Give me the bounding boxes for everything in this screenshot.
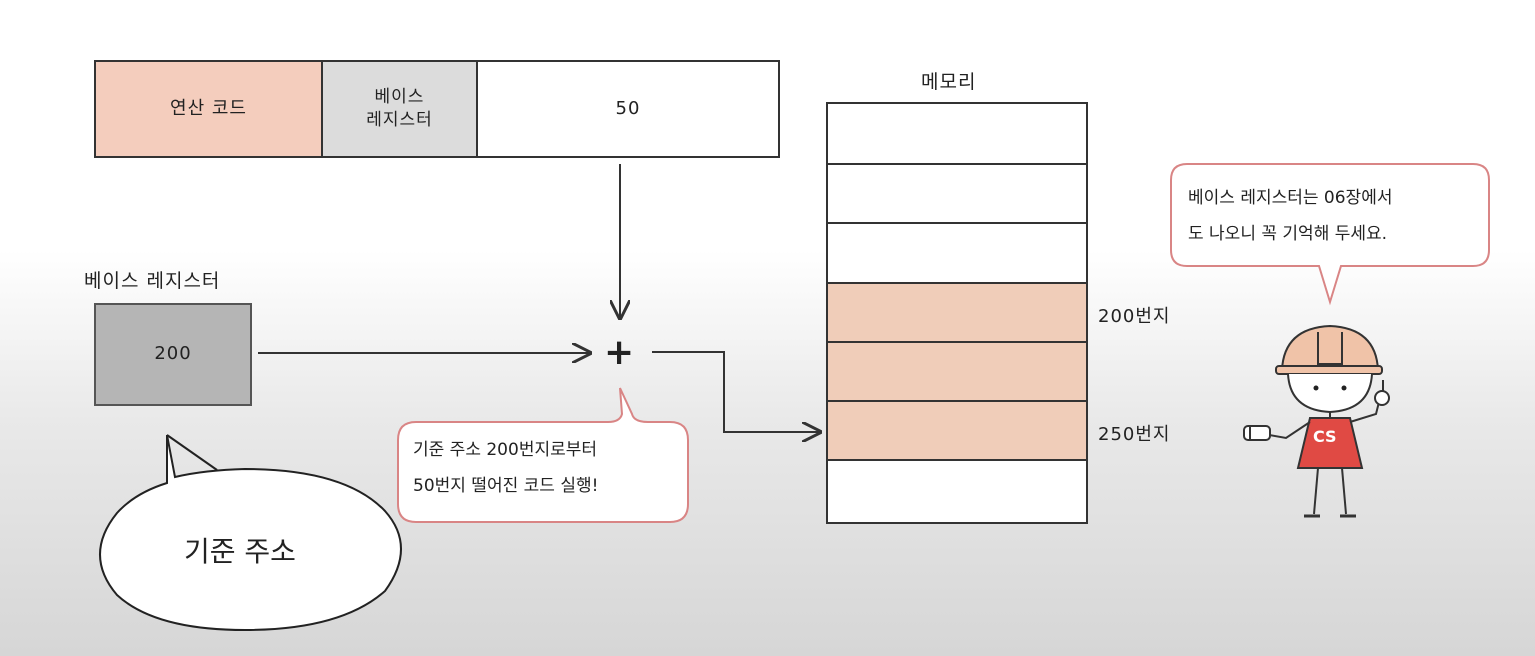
operand-value: 50 <box>615 97 641 119</box>
base-register-field: 베이스 레지스터 <box>323 62 478 156</box>
speech-bubble-text: 기준 주소 <box>184 535 296 568</box>
speech-bubble <box>99 434 402 632</box>
memory-block <box>826 102 1088 524</box>
character-badge: CS <box>1313 427 1337 446</box>
memory-row-200 <box>828 284 1086 343</box>
base-register-field-label-1: 베이스 <box>374 87 425 108</box>
adder-plus-icon: + <box>604 332 635 373</box>
memory-row <box>828 343 1086 402</box>
arrow-to-memory <box>652 351 820 432</box>
adder-callout-line-2: 50번지 떨어진 코드 실행! <box>413 476 599 496</box>
memory-row <box>828 165 1086 224</box>
address-250-label: 250번지 <box>1098 424 1171 445</box>
adder-callout-text: 기준 주소 200번지로부터 50번지 떨어진 코드 실행! <box>413 432 683 504</box>
base-register-title: 베이스 레지스터 <box>84 270 221 292</box>
opcode-field: 연산 코드 <box>96 62 323 156</box>
base-register-box: 200 <box>94 303 252 406</box>
memory-title: 메모리 <box>921 71 977 93</box>
character-callout-frame <box>1170 163 1490 306</box>
base-register-field-label-2: 레지스터 <box>366 110 433 130</box>
base-register-value: 200 <box>154 343 192 365</box>
opcode-label: 연산 코드 <box>170 97 247 119</box>
memory-row-250 <box>828 402 1086 461</box>
character-callout-line-1: 베이스 레지스터는 06장에서 <box>1188 188 1393 208</box>
character-callout-text: 베이스 레지스터는 06장에서 도 나오니 꼭 기억해 두세요. <box>1188 180 1488 252</box>
memory-row <box>828 224 1086 284</box>
adder-callout-line-1: 기준 주소 200번지로부터 <box>413 440 598 460</box>
memory-row <box>828 104 1086 165</box>
adder-callout-frame <box>397 387 689 523</box>
character-callout-line-2: 도 나오니 꼭 기억해 두세요. <box>1188 224 1388 244</box>
instruction-format: 연산 코드 베이스 레지스터 50 <box>94 60 780 158</box>
operand-field: 50 <box>478 62 778 156</box>
engineer-character-illustration <box>1243 324 1390 518</box>
address-200-label: 200번지 <box>1098 306 1171 327</box>
